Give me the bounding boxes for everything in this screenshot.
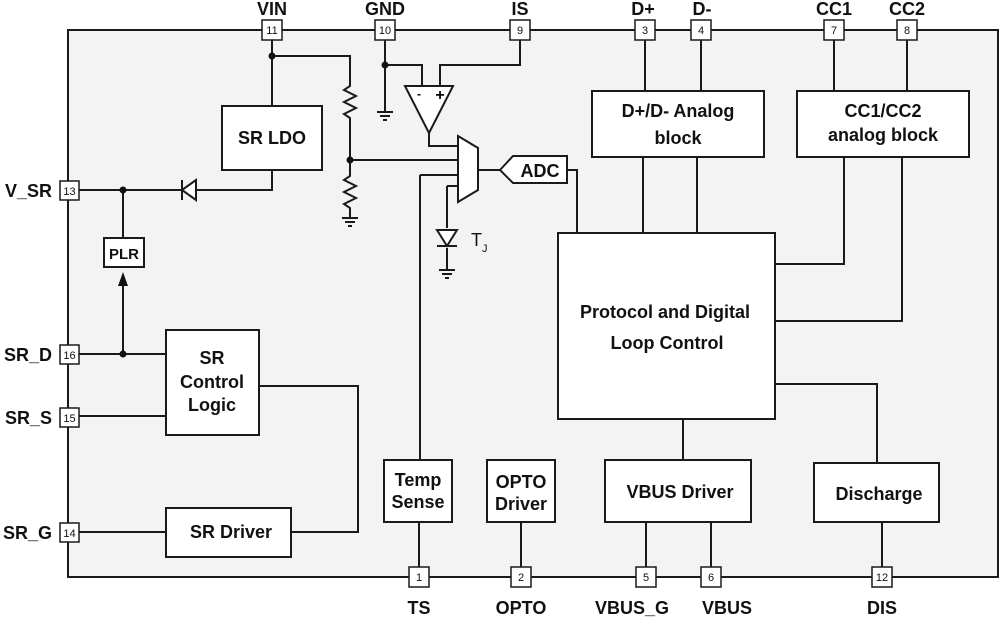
- block-plr: PLR: [103, 237, 145, 268]
- svg-text:SR_S: SR_S: [5, 408, 52, 428]
- tj-subscript: J: [482, 243, 488, 255]
- block-adc: ADC: [498, 155, 568, 184]
- pin-sr-s: 15 SR_S: [5, 407, 80, 428]
- pin-cc2: 8 CC2: [889, 0, 925, 41]
- svg-text:15: 15: [63, 413, 75, 425]
- svg-text:Sense: Sense: [391, 492, 444, 512]
- svg-text:6: 6: [708, 572, 714, 584]
- svg-text:V_SR: V_SR: [5, 181, 52, 201]
- analog-mux: [457, 134, 479, 204]
- svg-text:CC1/CC2: CC1/CC2: [844, 101, 921, 121]
- block-dpdm-analog: D+/D- Analog block: [591, 90, 765, 158]
- svg-text:VBUS: VBUS: [702, 598, 752, 618]
- svg-text:D+: D+: [631, 0, 655, 19]
- block-discharge: Discharge: [813, 462, 940, 523]
- svg-text:VBUS Driver: VBUS Driver: [626, 482, 733, 502]
- pin-ts: 1 TS: [407, 566, 431, 618]
- pin-vbus: 6 VBUS: [700, 566, 752, 618]
- block-cc-analog: CC1/CC2 analog block: [796, 90, 970, 158]
- svg-text:PLR: PLR: [109, 246, 139, 263]
- svg-text:Logic: Logic: [188, 395, 236, 415]
- svg-text:CC1: CC1: [816, 0, 852, 19]
- block-sr-control-logic: SR Control Logic: [165, 329, 260, 436]
- svg-text:10: 10: [379, 25, 391, 37]
- svg-text:OPTO: OPTO: [496, 472, 547, 492]
- svg-text:GND: GND: [365, 0, 405, 19]
- svg-text:1: 1: [416, 572, 422, 584]
- svg-text:14: 14: [63, 528, 75, 540]
- svg-text:SR Driver: SR Driver: [190, 522, 272, 542]
- svg-text:2: 2: [518, 572, 524, 584]
- svg-text:DIS: DIS: [867, 598, 897, 618]
- junction-dot: [346, 156, 354, 164]
- svg-text:Discharge: Discharge: [835, 484, 922, 504]
- svg-text:block: block: [654, 128, 702, 148]
- svg-text:5: 5: [643, 572, 649, 584]
- opamp-minus-label: -: [417, 87, 421, 101]
- pin-sr-d: 16 SR_D: [4, 344, 80, 365]
- svg-text:CC2: CC2: [889, 0, 925, 19]
- svg-text:Driver: Driver: [495, 494, 547, 514]
- current-sense-opamp: - +: [403, 85, 455, 136]
- svg-text:IS: IS: [511, 0, 528, 19]
- block-vbus-driver: VBUS Driver: [604, 459, 752, 523]
- svg-text:Temp: Temp: [395, 470, 442, 490]
- pin-is: 9 IS: [509, 0, 531, 41]
- svg-text:analog block: analog block: [828, 125, 939, 145]
- block-sr-ldo: SR LDO: [221, 105, 323, 171]
- tj-diode-icon: T J: [435, 229, 488, 255]
- block-protocol-digital-loop: Protocol and Digital Loop Control: [557, 232, 776, 420]
- junction-dot: [119, 186, 127, 194]
- svg-text:SR_D: SR_D: [4, 345, 52, 365]
- svg-text:11: 11: [266, 25, 277, 37]
- svg-text:OPTO: OPTO: [496, 598, 547, 618]
- svg-text:Protocol and Digital: Protocol and Digital: [580, 302, 750, 322]
- svg-text:Control: Control: [180, 372, 244, 392]
- svg-text:7: 7: [831, 25, 837, 37]
- svg-text:VIN: VIN: [257, 0, 287, 19]
- svg-text:VBUS_G: VBUS_G: [595, 598, 669, 618]
- svg-text:16: 16: [63, 350, 75, 362]
- wires: [76, 38, 908, 570]
- junction-dot: [119, 350, 127, 358]
- svg-text:SR_G: SR_G: [3, 523, 52, 543]
- block-temp-sense: Temp Sense: [383, 459, 453, 523]
- pin-dplus: 3 D+: [631, 0, 656, 41]
- svg-text:9: 9: [517, 25, 523, 37]
- svg-text:D+/D- Analog: D+/D- Analog: [622, 101, 735, 121]
- junction-dot: [268, 52, 276, 60]
- block-sr-driver: SR Driver: [165, 507, 292, 558]
- pin-gnd: 10 GND: [365, 0, 405, 41]
- pin-vin: 11 VIN: [257, 0, 287, 41]
- opamp-plus-label: +: [435, 87, 444, 104]
- pin-sr-g: 14 SR_G: [3, 522, 80, 543]
- svg-text:4: 4: [698, 25, 704, 37]
- pin-v-sr: 13 V_SR: [5, 180, 80, 201]
- svg-text:Loop Control: Loop Control: [611, 333, 724, 353]
- block-opto-driver: OPTO Driver: [486, 459, 556, 523]
- svg-text:SR: SR: [199, 348, 224, 368]
- svg-text:3: 3: [642, 25, 648, 37]
- pin-vbus-g: 5 VBUS_G: [595, 566, 669, 618]
- svg-text:TS: TS: [407, 598, 430, 618]
- svg-text:13: 13: [63, 186, 75, 198]
- pin-dminus: 4 D-: [690, 0, 712, 41]
- svg-text:12: 12: [876, 572, 888, 584]
- svg-text:SR LDO: SR LDO: [238, 128, 306, 148]
- pin-dis: 12 DIS: [867, 566, 897, 618]
- svg-text:D-: D-: [693, 0, 712, 19]
- tj-label: T: [471, 230, 482, 250]
- pin-cc1: 7 CC1: [816, 0, 852, 41]
- junction-dot: [381, 61, 389, 69]
- svg-text:8: 8: [904, 25, 910, 37]
- pin-opto: 2 OPTO: [496, 566, 547, 618]
- svg-text:ADC: ADC: [521, 161, 560, 181]
